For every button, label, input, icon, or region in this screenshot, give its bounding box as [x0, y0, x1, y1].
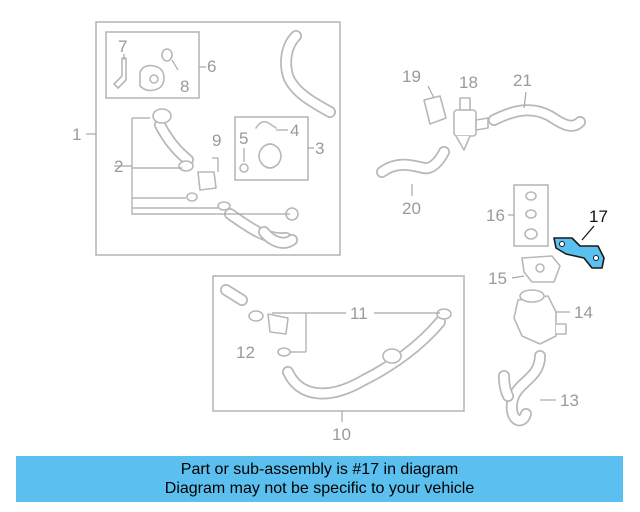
label-19: 19 [402, 67, 421, 86]
label-16: 16 [486, 206, 505, 225]
part-18-valve [453, 97, 489, 151]
info-banner: Part or sub-assembly is #17 in diagram D… [16, 456, 623, 502]
t-fitting-9 [197, 157, 219, 191]
upper-hose [152, 108, 194, 172]
part-4-bracket [255, 120, 288, 131]
label-1: 1 [72, 125, 81, 144]
label-18: 18 [459, 73, 478, 92]
parts-diagram: 1 2 3 4 5 6 7 8 9 10 11 12 13 14 15 16 1… [72, 21, 608, 444]
callout-labels: 1 2 3 4 5 6 7 8 9 10 11 12 13 14 15 16 1… [72, 37, 608, 444]
group-box-16 [508, 184, 549, 247]
label-10: 10 [332, 425, 351, 444]
banner-line-2: Diagram may not be specific to your vehi… [164, 480, 475, 497]
label-11-leaders [272, 312, 440, 353]
label-15: 15 [488, 269, 507, 288]
part-13-hose [498, 350, 556, 427]
label-11: 11 [350, 304, 368, 323]
part-19-bracket [423, 85, 447, 125]
part-12-fitting [267, 313, 291, 357]
label-13: 13 [560, 391, 579, 410]
label-17: 17 [589, 207, 608, 226]
clip-small-1 [186, 192, 231, 211]
label-4: 4 [290, 121, 299, 140]
part-21-hose [488, 91, 586, 132]
part-5-clip [239, 148, 249, 173]
label-5: 5 [239, 129, 248, 148]
box3-housing [258, 143, 282, 169]
part-15-plate [511, 255, 561, 283]
lower-hose [224, 207, 299, 249]
group-box-10 [212, 275, 465, 422]
label-12: 12 [236, 343, 255, 362]
label-2: 2 [114, 157, 123, 176]
part-7-hose [113, 54, 127, 89]
label-7: 7 [118, 37, 127, 56]
bracket-part [139, 64, 165, 92]
label-3: 3 [315, 139, 324, 158]
label-6: 6 [207, 57, 216, 76]
hose-10-pieces [220, 284, 452, 400]
part-14-housing [513, 289, 570, 345]
part-17-bracket-highlighted[interactable] [553, 225, 605, 269]
label-14: 14 [574, 303, 593, 322]
label-9: 9 [212, 131, 221, 150]
part-8-clip [161, 48, 179, 71]
pipe-box1 [280, 30, 336, 118]
banner-line-1: Part or sub-assembly is #17 in diagram [180, 461, 459, 478]
label-8: 8 [180, 77, 189, 96]
label-21: 21 [513, 71, 532, 90]
label-20: 20 [402, 199, 421, 218]
part-20-hose [376, 146, 450, 196]
label-2-leaders [114, 117, 290, 215]
